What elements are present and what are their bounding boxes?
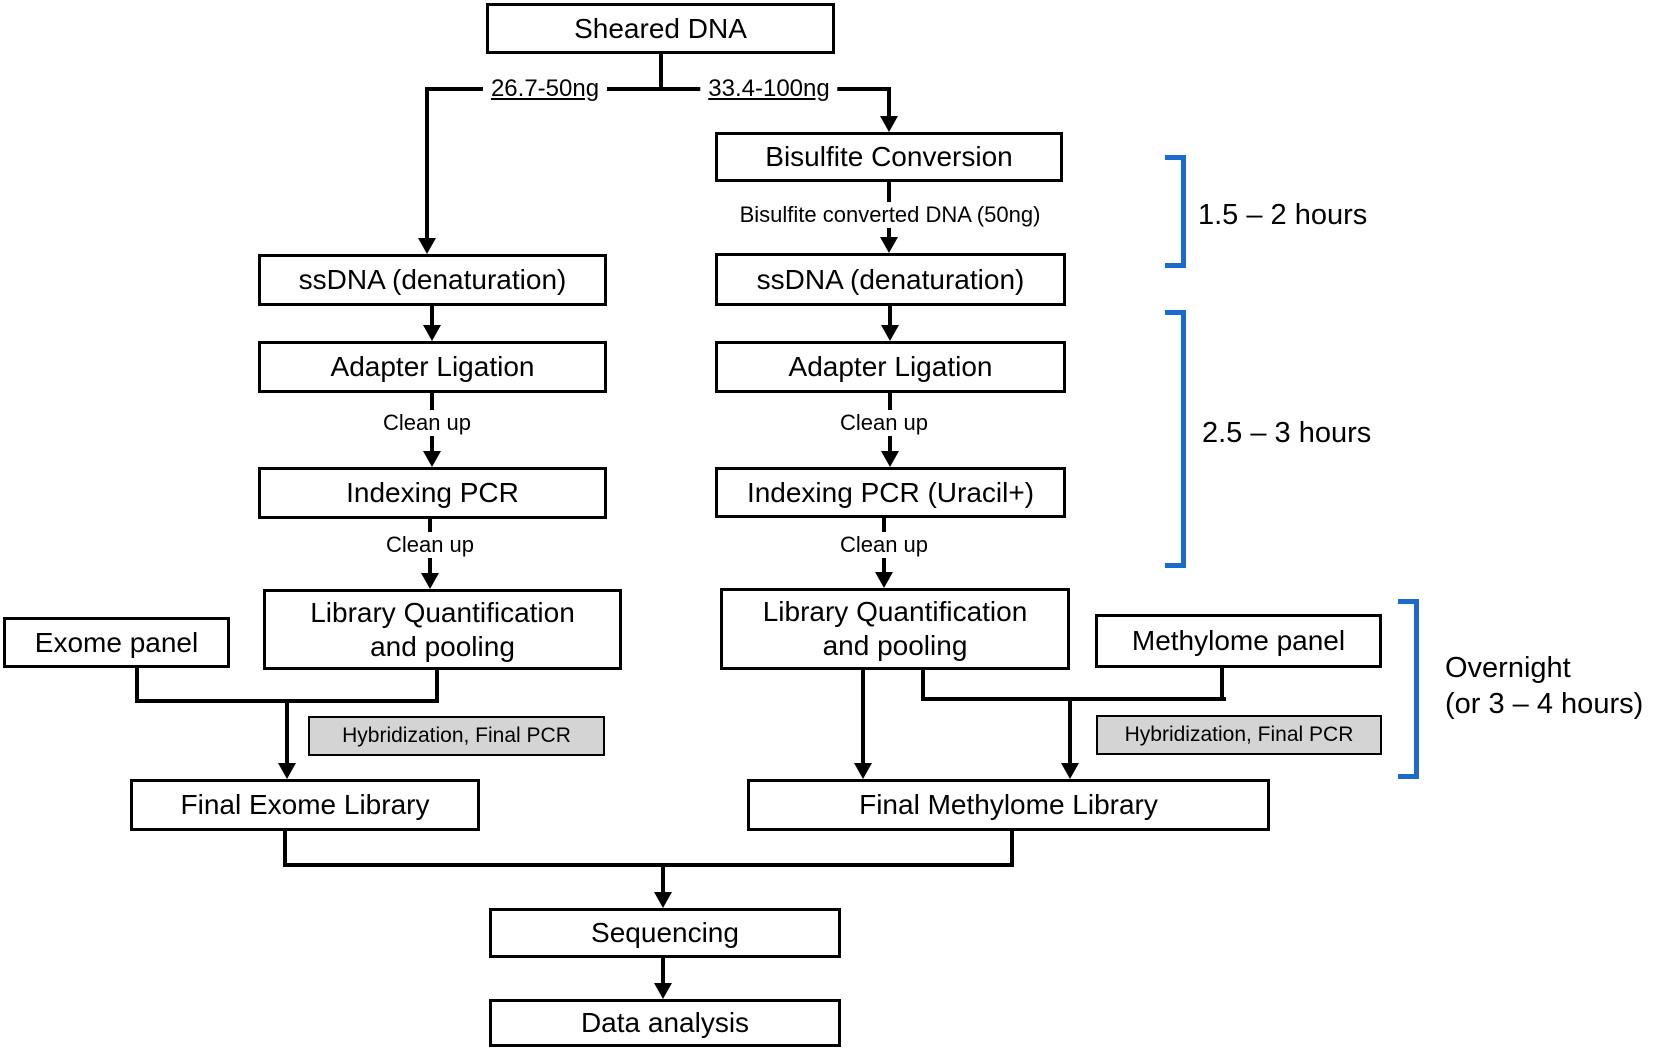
arrowhead-ssdna-adapter-right <box>881 325 899 341</box>
arrowhead-final-exome <box>278 763 296 779</box>
edge-label-cleanup-1: Clean up <box>374 410 480 436</box>
timing-label-3-line2: (or 3 – 4 hours) <box>1445 688 1644 720</box>
connector-lq-right-drop <box>921 670 925 701</box>
connector-left-branch <box>425 87 429 240</box>
node-final-methylome-library: Final Methylome Library <box>747 779 1270 831</box>
connector-to-final-exome <box>285 699 289 765</box>
node-final-exome-library: Final Exome Library <box>130 779 480 831</box>
node-exome-panel: Exome panel <box>3 617 230 668</box>
connector-methylome-panel-drop <box>1220 668 1224 701</box>
node-methylome-panel: Methylome panel <box>1095 614 1382 668</box>
connector-ssdna-adapter-right <box>888 306 892 327</box>
arrowhead-indexing-lq-left <box>421 573 439 589</box>
connector-sheared-stub <box>659 54 663 89</box>
edge-label-left-amount: 26.7-50ng <box>482 76 608 102</box>
connector-fml-drop <box>1010 831 1014 867</box>
timing-bracket-2 <box>1165 310 1186 568</box>
edge-label-cleanup-2: Clean up <box>831 410 937 436</box>
connector-merge-right <box>921 697 1226 701</box>
arrowhead-sequencing <box>654 892 672 908</box>
arrowhead-left-branch <box>418 238 436 254</box>
arrowhead-right-branch <box>880 116 898 132</box>
connector-merge-bottom <box>283 863 1014 867</box>
edge-label-bisulfite-output: Bisulfite converted DNA (50ng) <box>731 202 1049 228</box>
arrowhead-adapter-indexing-left <box>423 451 441 467</box>
edge-label-cleanup-4: Clean up <box>831 532 937 558</box>
node-data-analysis: Data analysis <box>489 999 841 1047</box>
connector-ssdna-adapter-left <box>430 306 434 327</box>
connector-split-horizontal <box>425 87 891 91</box>
arrowhead-bisulfite-out <box>880 237 898 253</box>
timing-label-1: 1.5 – 2 hours <box>1198 199 1368 231</box>
connector-to-final-methylome <box>1068 697 1072 765</box>
node-hybridization-final-pcr-right: Hybridization, Final PCR <box>1096 715 1382 755</box>
node-ssdna-left: ssDNA (denaturation) <box>258 254 607 306</box>
timing-bracket-3 <box>1398 599 1419 779</box>
node-sheared-dna: Sheared DNA <box>486 3 835 54</box>
arrowhead-indexing-lq-right <box>875 572 893 588</box>
node-adapter-ligation-left: Adapter Ligation <box>258 341 607 393</box>
arrowhead-adapter-indexing-right <box>881 451 899 467</box>
connector-to-sequencing <box>661 863 665 894</box>
node-hybridization-final-pcr-left: Hybridization, Final PCR <box>308 716 605 756</box>
timing-label-3: Overnight (or 3 – 4 hours) <box>1445 650 1643 722</box>
connector-lq-right-direct <box>861 670 865 765</box>
connector-exome-panel-drop <box>135 668 139 703</box>
connector-fel-drop <box>283 831 287 867</box>
arrowhead-final-methylome <box>1061 763 1079 779</box>
node-adapter-ligation-right: Adapter Ligation <box>715 341 1066 393</box>
arrowhead-lq-right-direct <box>854 763 872 779</box>
node-bisulfite-conversion: Bisulfite Conversion <box>715 132 1063 182</box>
connector-right-branch <box>887 87 891 118</box>
node-indexing-pcr-right: Indexing PCR (Uracil+) <box>715 467 1066 518</box>
edge-label-cleanup-3: Clean up <box>377 532 483 558</box>
node-library-quant-right: Library Quantification and pooling <box>720 588 1070 670</box>
timing-label-3-line1: Overnight <box>1445 652 1571 684</box>
timing-label-2: 2.5 – 3 hours <box>1202 417 1372 449</box>
connector-lq-left-drop <box>435 670 439 703</box>
edge-label-right-amount: 33.4-100ng <box>700 76 838 102</box>
node-library-quant-left: Library Quantification and pooling <box>263 589 622 670</box>
node-sequencing: Sequencing <box>489 908 841 958</box>
connector-sequencing-data <box>661 958 665 985</box>
timing-bracket-1 <box>1165 155 1186 268</box>
arrowhead-data-analysis <box>654 983 672 999</box>
arrowhead-ssdna-adapter-left <box>423 325 441 341</box>
node-indexing-pcr-left: Indexing PCR <box>258 467 607 519</box>
node-ssdna-right: ssDNA (denaturation) <box>715 253 1066 306</box>
